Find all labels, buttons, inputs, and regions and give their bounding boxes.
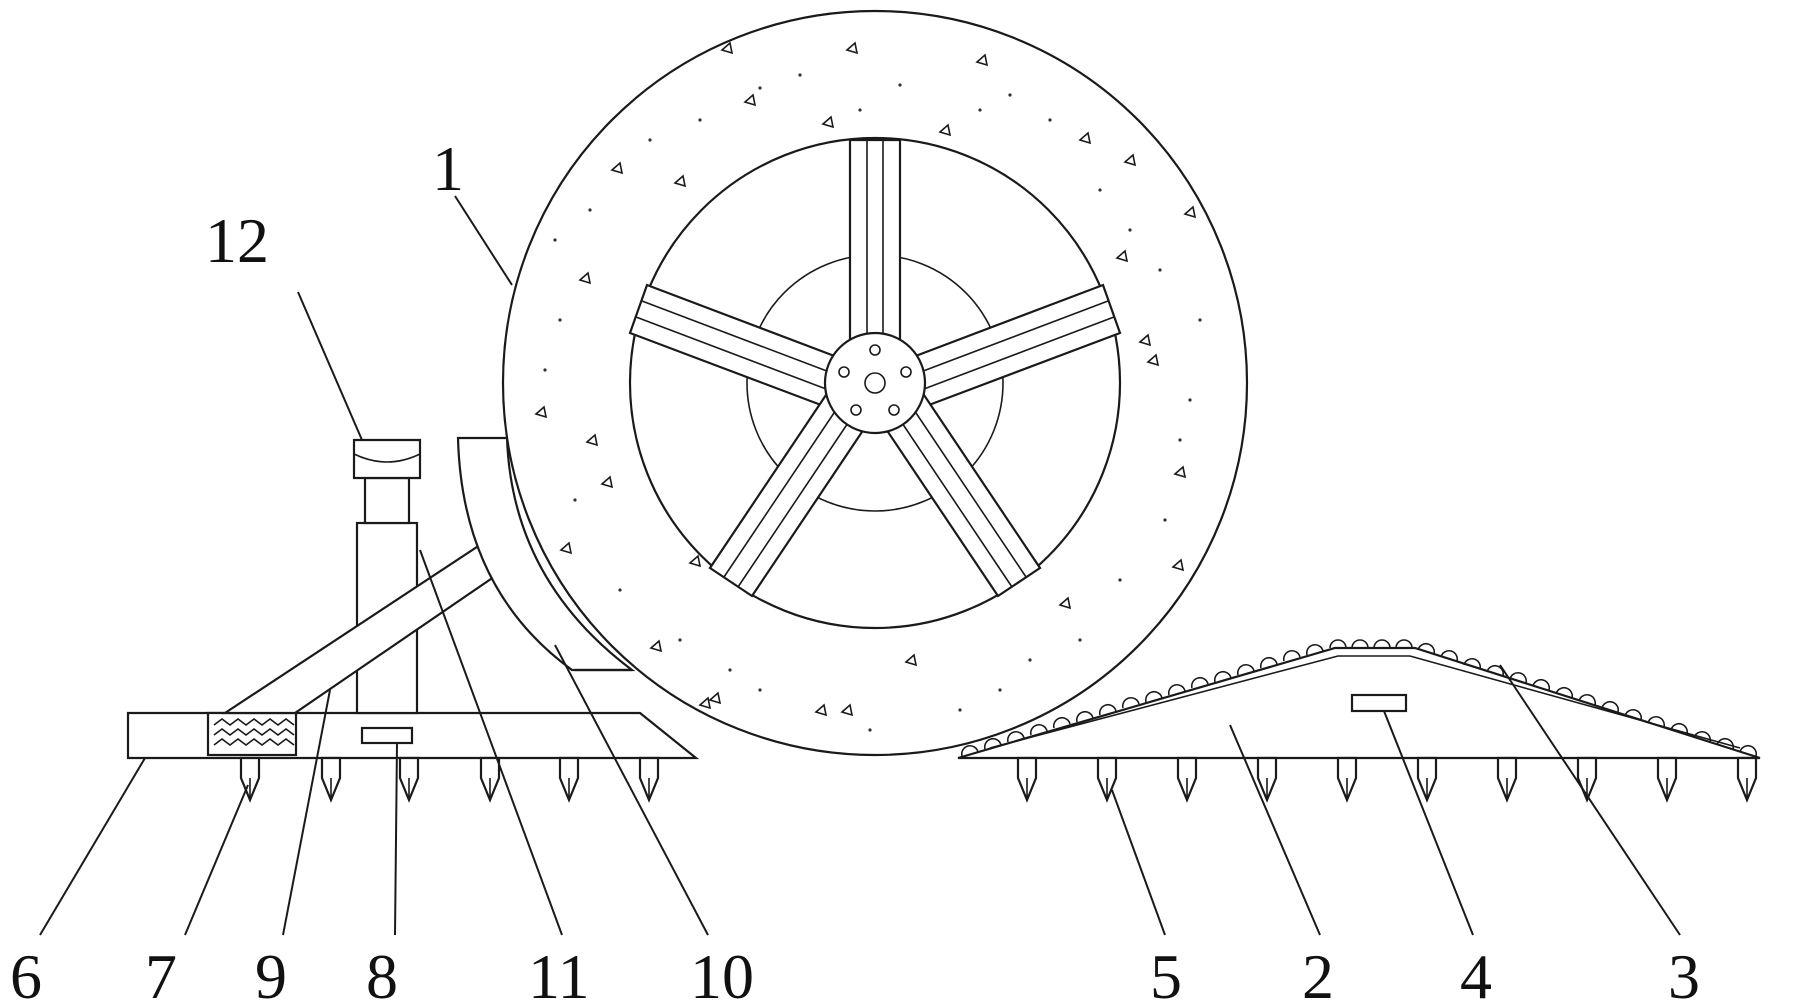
label-1: 1 bbox=[432, 133, 464, 204]
label-8: 8 bbox=[366, 941, 398, 1008]
wheel-hub bbox=[825, 333, 925, 433]
label-5: 5 bbox=[1150, 941, 1182, 1008]
left-spikes bbox=[241, 758, 658, 800]
label-7: 7 bbox=[145, 941, 177, 1008]
label-6: 6 bbox=[10, 941, 42, 1008]
label-12: 12 bbox=[205, 205, 269, 276]
label-3: 3 bbox=[1668, 941, 1700, 1008]
label-2: 2 bbox=[1302, 941, 1334, 1008]
label-4: 4 bbox=[1460, 941, 1492, 1008]
label-10: 10 bbox=[690, 941, 754, 1008]
label-9: 9 bbox=[255, 941, 287, 1008]
hatched-spring-block bbox=[208, 713, 296, 755]
right-sensor bbox=[1352, 695, 1406, 711]
right-spikes bbox=[1018, 758, 1756, 800]
lifting-jack bbox=[354, 440, 420, 713]
left-sensor bbox=[362, 728, 412, 743]
label-11: 11 bbox=[528, 941, 590, 1008]
